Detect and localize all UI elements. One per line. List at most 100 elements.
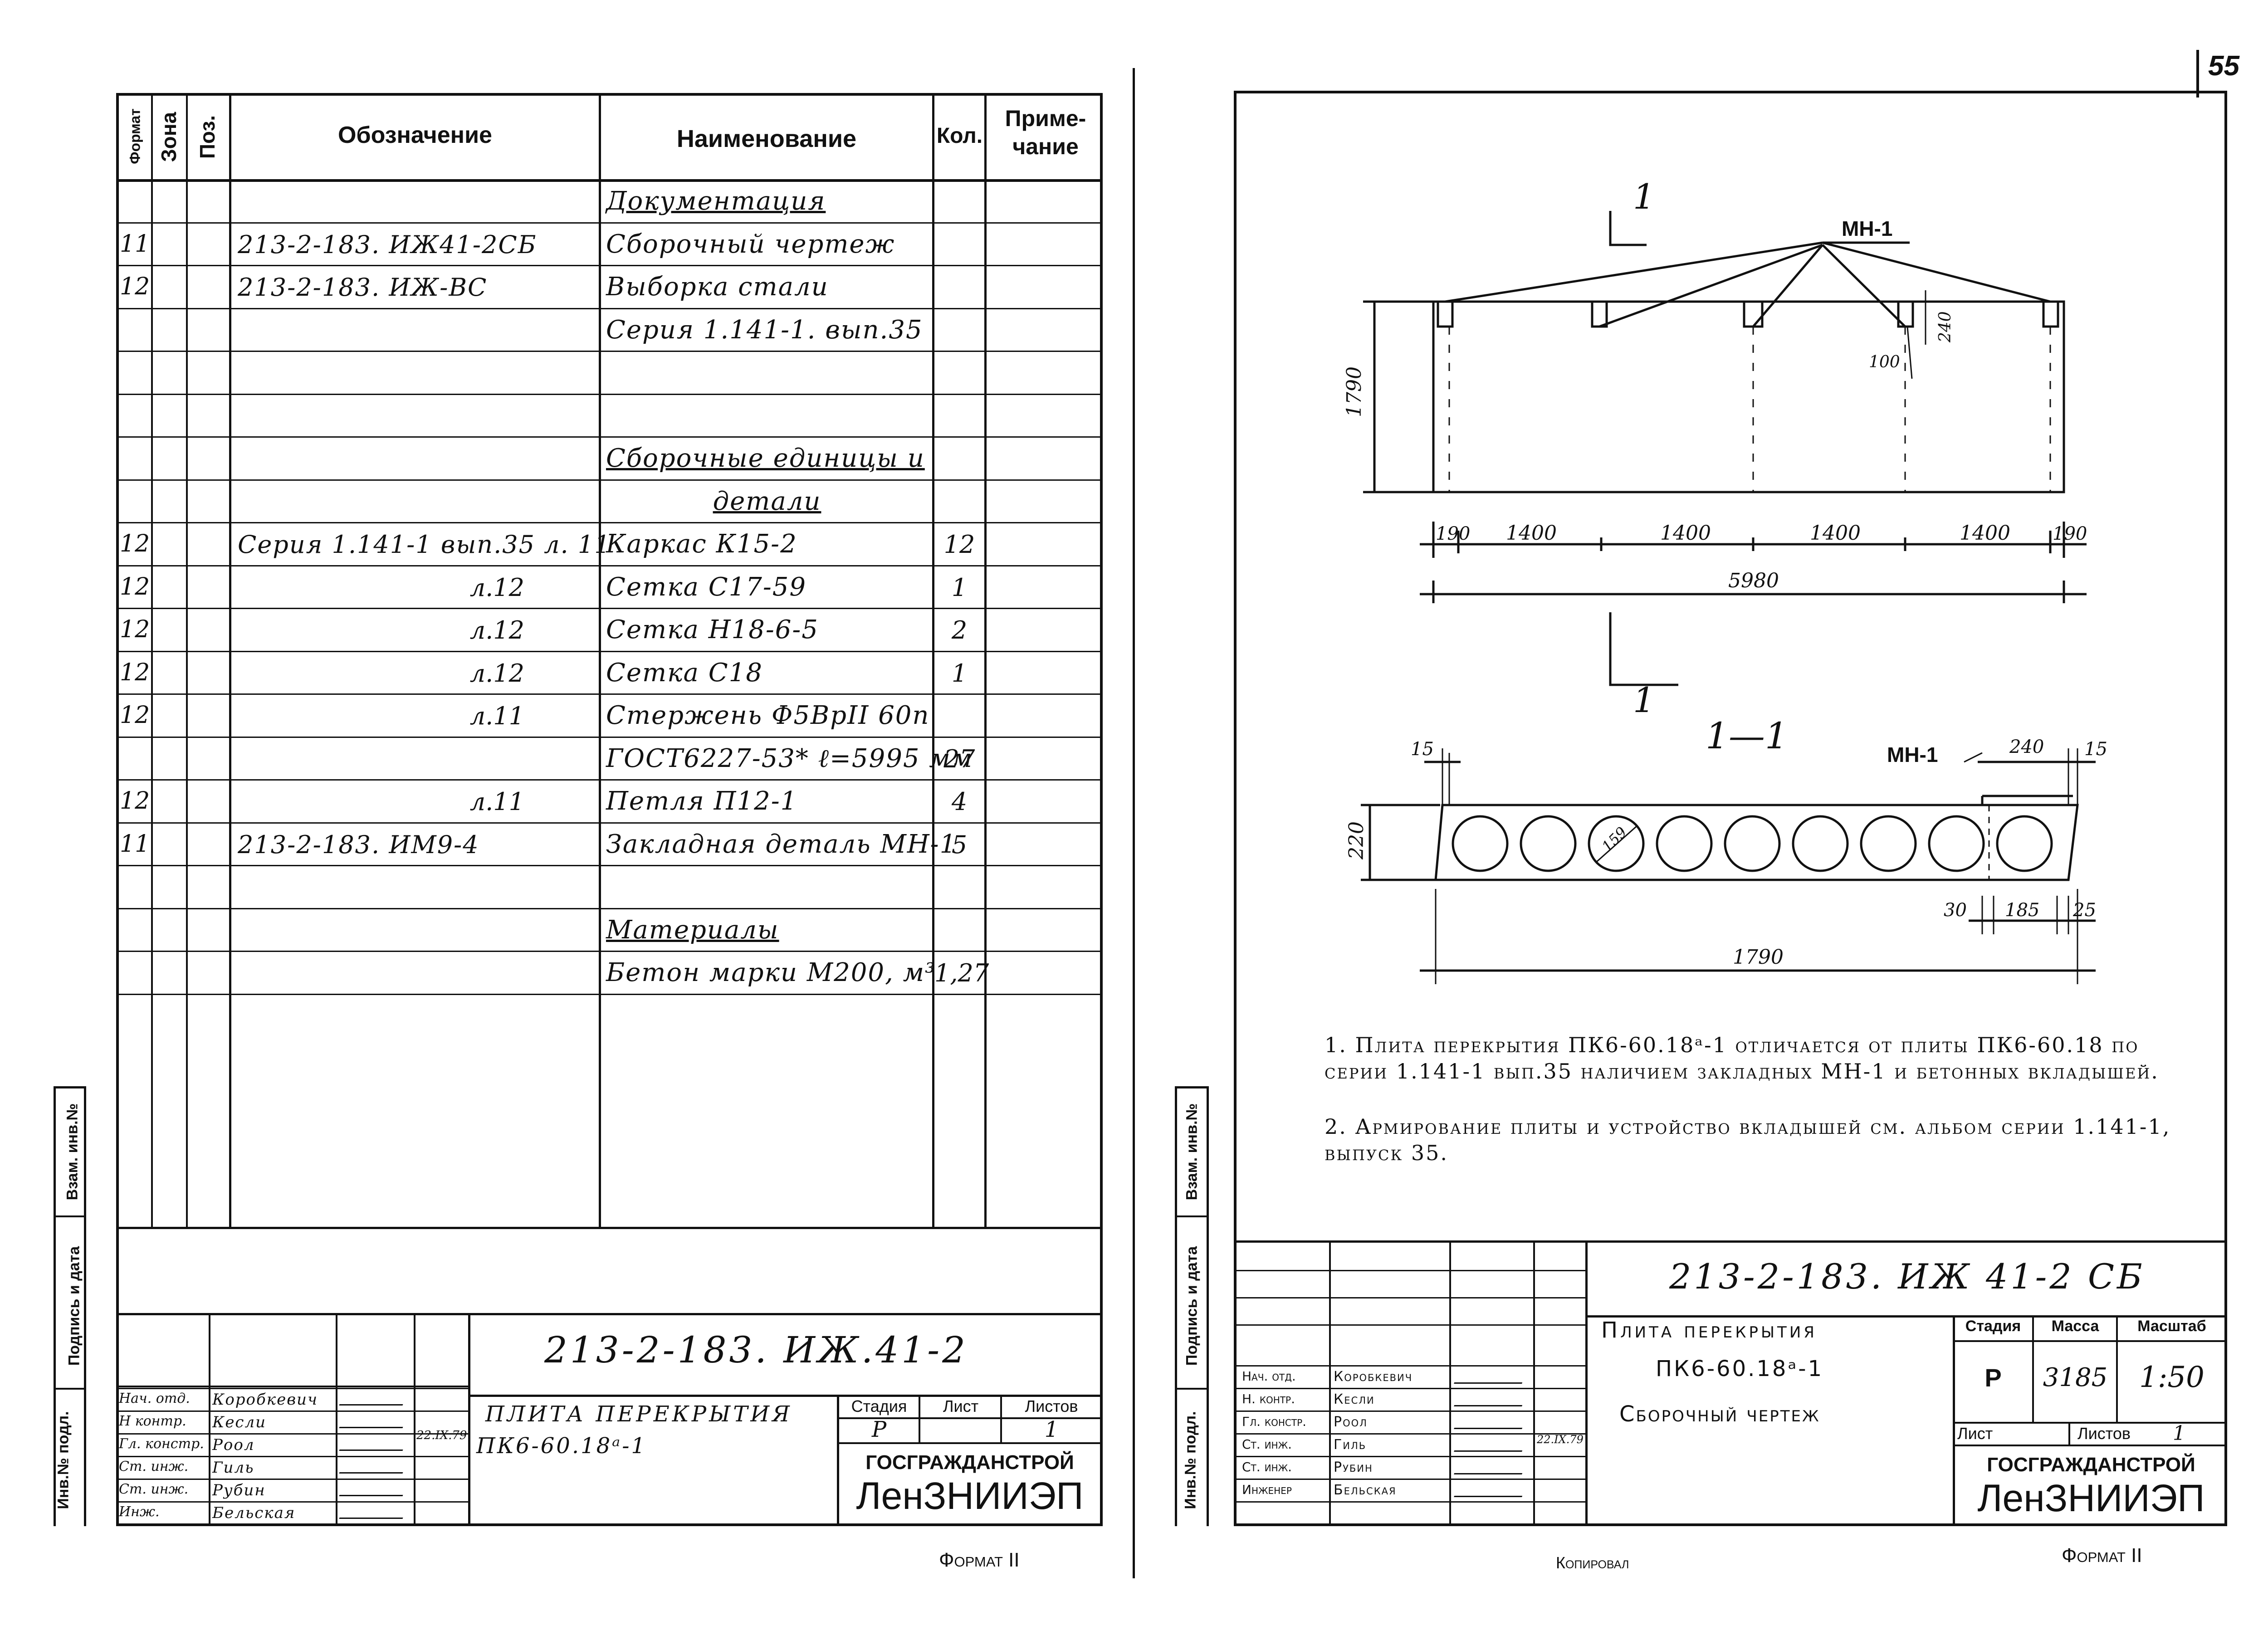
people-grid-line: [116, 1410, 470, 1412]
row-qty: 5: [951, 830, 968, 859]
stamp-role: Ст. инж.: [119, 1459, 189, 1474]
section-width: 1790: [1733, 946, 1784, 969]
span-1: 190: [1436, 523, 1470, 544]
section-159: 159: [1598, 824, 1630, 855]
row-qty: 27: [943, 745, 975, 773]
row-format: 12: [120, 573, 150, 600]
page-number: 55: [2208, 50, 2239, 82]
people-grid-line: [1234, 1297, 1588, 1298]
row-designation: л.11: [469, 787, 524, 816]
row-divider: [116, 222, 1103, 224]
row-qty: 1: [951, 573, 968, 602]
people-grid-line: [116, 1433, 470, 1435]
row-designation: л.12: [469, 659, 524, 688]
left-stamp-code: 213-2-183. ИЖ.41-2: [544, 1329, 968, 1371]
section-mn: МН-1: [1887, 743, 1938, 766]
mn-label: МН-1: [1842, 217, 1892, 240]
row-format: 12: [120, 530, 150, 557]
row-format: 12: [120, 659, 150, 686]
stamp-role: Нач. отд.: [119, 1391, 190, 1406]
stamp-person-name: Коробкевич: [212, 1391, 318, 1409]
right-side-label-inv: Инв.№ подл.: [1182, 1411, 1199, 1509]
left-stamp-title-2: ПК6-60.18ᵃ-1: [476, 1433, 647, 1459]
table-row: Серия 1.141-1. вып.35: [116, 308, 1103, 351]
right-mass-label: Масса: [2051, 1318, 2099, 1335]
stamp-person-name: Кесли: [212, 1413, 267, 1431]
people-grid-line: [1234, 1270, 1588, 1271]
row-divider: [116, 351, 1103, 352]
left-stamp-title-1: ПЛИТА ПЕРЕКРЫТИЯ: [485, 1401, 792, 1427]
row-format: 11: [120, 830, 150, 858]
section-30: 30: [1944, 900, 1967, 921]
people-grid-line: [1234, 1410, 1588, 1412]
people-grid-line: [1234, 1479, 1588, 1480]
right-stamp-title-3: Сборочный чертеж: [1619, 1401, 1820, 1427]
left-format-footer: Формат II: [939, 1549, 1020, 1571]
dim-240: 240: [1936, 311, 1955, 343]
left-stamp-date: 22.IX.79: [416, 1429, 467, 1442]
row-qty: 1,27: [934, 959, 989, 987]
row-name: Сборочные единицы и: [606, 444, 925, 473]
row-divider: [116, 479, 1103, 481]
section-220: 220: [1345, 821, 1368, 860]
signature-mark: [1454, 1417, 1526, 1429]
row-name: Документация: [606, 186, 826, 216]
embed-plate: [1591, 300, 1608, 328]
row-divider: [116, 651, 1103, 652]
note-1: 1. Плита перекрытия ПК6-60.18ᵃ-1 отличае…: [1325, 1033, 2159, 1083]
right-sheet-label: Лист: [1957, 1424, 1993, 1443]
stamp-role: Н. контр.: [1242, 1391, 1295, 1406]
table-row: 12 л.12 Сетка С17-59 1: [116, 565, 1103, 608]
stamp-role: Гл. констр.: [1242, 1414, 1307, 1429]
right-sheets-label: Листов: [2077, 1424, 2131, 1443]
stamp-person-name: Коробкевич: [1334, 1369, 1413, 1385]
row-divider: [116, 436, 1103, 438]
note-2: 2. Армирование плиты и устройство вклады…: [1325, 1114, 2171, 1165]
left-sheets-label: Листов: [1025, 1397, 1078, 1415]
people-grid-line: [116, 1479, 470, 1480]
row-designation: л.12: [469, 573, 524, 602]
right-frame: [1234, 91, 2227, 1526]
row-designation: 213-2-183. ИМ9-4: [238, 830, 479, 859]
span-3: 1400: [1660, 522, 1711, 545]
right-mass-value: 3185: [2043, 1363, 2108, 1392]
row-divider: [116, 822, 1103, 824]
height-dim: 1790: [1343, 366, 1366, 417]
row-format: 12: [120, 616, 150, 643]
people-grid-line: [1234, 1388, 1588, 1389]
people-grid-line: [116, 1524, 470, 1525]
stamp-person-name: Рубин: [1334, 1459, 1373, 1475]
stamp-person-name: Роол: [212, 1436, 255, 1454]
row-name: Стержень Ф5ВрII 60п: [606, 701, 930, 730]
people-grid-line: [116, 1388, 470, 1389]
stamp-role: Ст. инж.: [1242, 1459, 1292, 1474]
row-divider: [116, 608, 1103, 609]
section-15-right: 15: [2084, 739, 2107, 760]
right-stamp-title-1: Плита перекрытия: [1601, 1318, 1817, 1343]
row-name: Сетка С17-59: [606, 572, 807, 602]
right-scale-value: 1:50: [2139, 1361, 2204, 1394]
row-divider: [116, 394, 1103, 395]
dim-100: 100: [1869, 353, 1900, 371]
section-title: 1—1: [1706, 715, 1788, 757]
section-15-left: 15: [1411, 739, 1434, 760]
people-grid-line: [1234, 1456, 1588, 1457]
right-stage-value: Р: [1984, 1363, 2002, 1392]
row-designation: Серия 1.141-1 вып.35 л. 11: [238, 530, 611, 559]
stamp-role: Инж.: [119, 1504, 160, 1520]
row-divider: [116, 865, 1103, 866]
table-row: Материалы: [116, 908, 1103, 951]
stamp-role: Нач. отд.: [1242, 1369, 1296, 1384]
left-sheets-value: 1: [1044, 1417, 1059, 1442]
section-outline: [1434, 804, 2079, 881]
row-name: Каркас К15-2: [606, 529, 797, 559]
stamp-person-name: Бельская: [212, 1504, 296, 1522]
span-2: 1400: [1506, 522, 1557, 545]
row-name: детали: [713, 487, 821, 516]
